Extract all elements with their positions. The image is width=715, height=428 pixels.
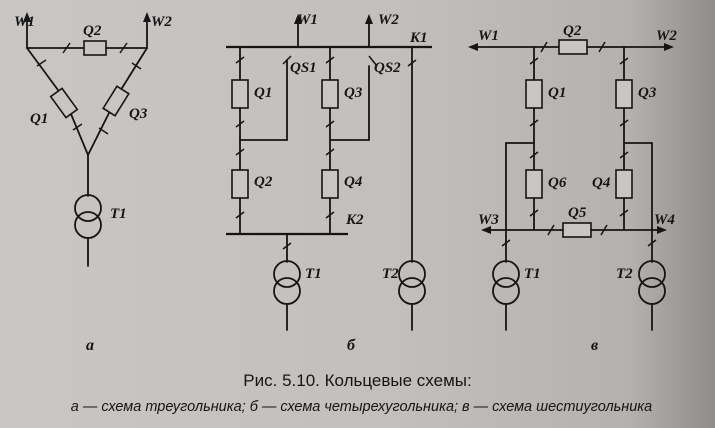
diagram-c-hexagon (468, 39, 674, 331)
a-breaker-q1-label: Q1 (30, 111, 48, 127)
b-bus-k1-label: K1 (409, 30, 428, 46)
figure-caption-description: а — схема треугольника; б — схема четыре… (70, 399, 653, 415)
b-transformer-t2-label: T2 (382, 266, 399, 282)
c-breaker-q5-label: Q5 (568, 205, 587, 221)
c-breaker-q2-label: Q2 (563, 23, 582, 39)
a-line-w2-label: W2 (151, 14, 172, 30)
c-breaker-q1-label: Q1 (548, 85, 566, 101)
c-transformer-t1-label: T1 (524, 266, 541, 282)
a-sublabel: а (86, 337, 94, 354)
diagram-a-triangle (23, 12, 151, 267)
a-line-w1-label: W1 (14, 14, 35, 30)
b-breaker-q2-label: Q2 (254, 174, 273, 190)
c-sublabel: в (591, 337, 598, 354)
b-breaker-q1-label: Q1 (254, 85, 272, 101)
figure-caption-title: Рис. 5.10. Кольцевые схемы: (243, 371, 472, 390)
a-transformer-t1-label: T1 (110, 206, 127, 222)
a-breaker-q2-label: Q2 (83, 23, 102, 39)
b-disconnector-qs2-label: QS2 (374, 60, 401, 76)
b-line-w1-label: W1 (297, 12, 318, 28)
b-line-w2-label: W2 (378, 12, 399, 28)
c-breaker-q4-label: Q4 (592, 175, 611, 191)
a-breaker-q3-label: Q3 (129, 106, 148, 122)
c-transformer-t2-label: T2 (616, 266, 633, 282)
b-disconnector-qs1-label: QS1 (290, 60, 317, 76)
c-line-w1-label: W1 (478, 28, 499, 44)
b-breaker-q4-label: Q4 (344, 174, 363, 190)
c-line-w4-label: W4 (654, 212, 675, 228)
b-transformer-t1-label: T1 (305, 266, 322, 282)
c-line-w3-label: W3 (478, 212, 499, 228)
c-line-w2-label: W2 (656, 28, 677, 44)
b-sublabel: б (347, 337, 356, 354)
diagram-b-quadrangle (226, 14, 432, 331)
c-breaker-q3-label: Q3 (638, 85, 657, 101)
c-breaker-q6-label: Q6 (548, 175, 567, 191)
b-breaker-q3-label: Q3 (344, 85, 363, 101)
b-bus-k2-label: K2 (345, 212, 364, 228)
